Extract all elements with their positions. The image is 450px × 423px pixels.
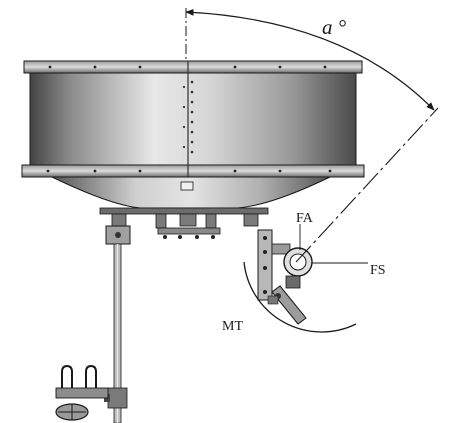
fs-label: FS [370,263,386,278]
left-hanger-bolt [115,232,121,238]
drum-housing [21,60,365,178]
swing-arc-mt [243,261,357,333]
angle-arc [185,9,435,111]
base-plate-bolts [163,235,215,239]
bowl-label-plate [180,181,194,191]
bowl-brackets [111,213,259,229]
fa-label: FA [296,211,314,226]
bowl-flange [99,207,269,215]
conical-bowl [51,176,331,245]
rod-clamp [107,387,128,409]
u-bolt-right [85,364,97,388]
side-mount-plate [257,229,273,301]
bowl-base-plate [157,227,221,235]
valve-plate [55,387,109,399]
drum-top-rim [23,60,363,74]
valve-assembly [55,364,109,421]
angle-label: a ° [322,15,347,39]
u-bolt-left [61,364,73,388]
mt-label: MT [222,319,243,334]
tilt-reference-line [295,107,439,263]
side-mount-mechanism [257,229,313,325]
drum-bottom-rim [21,164,365,178]
